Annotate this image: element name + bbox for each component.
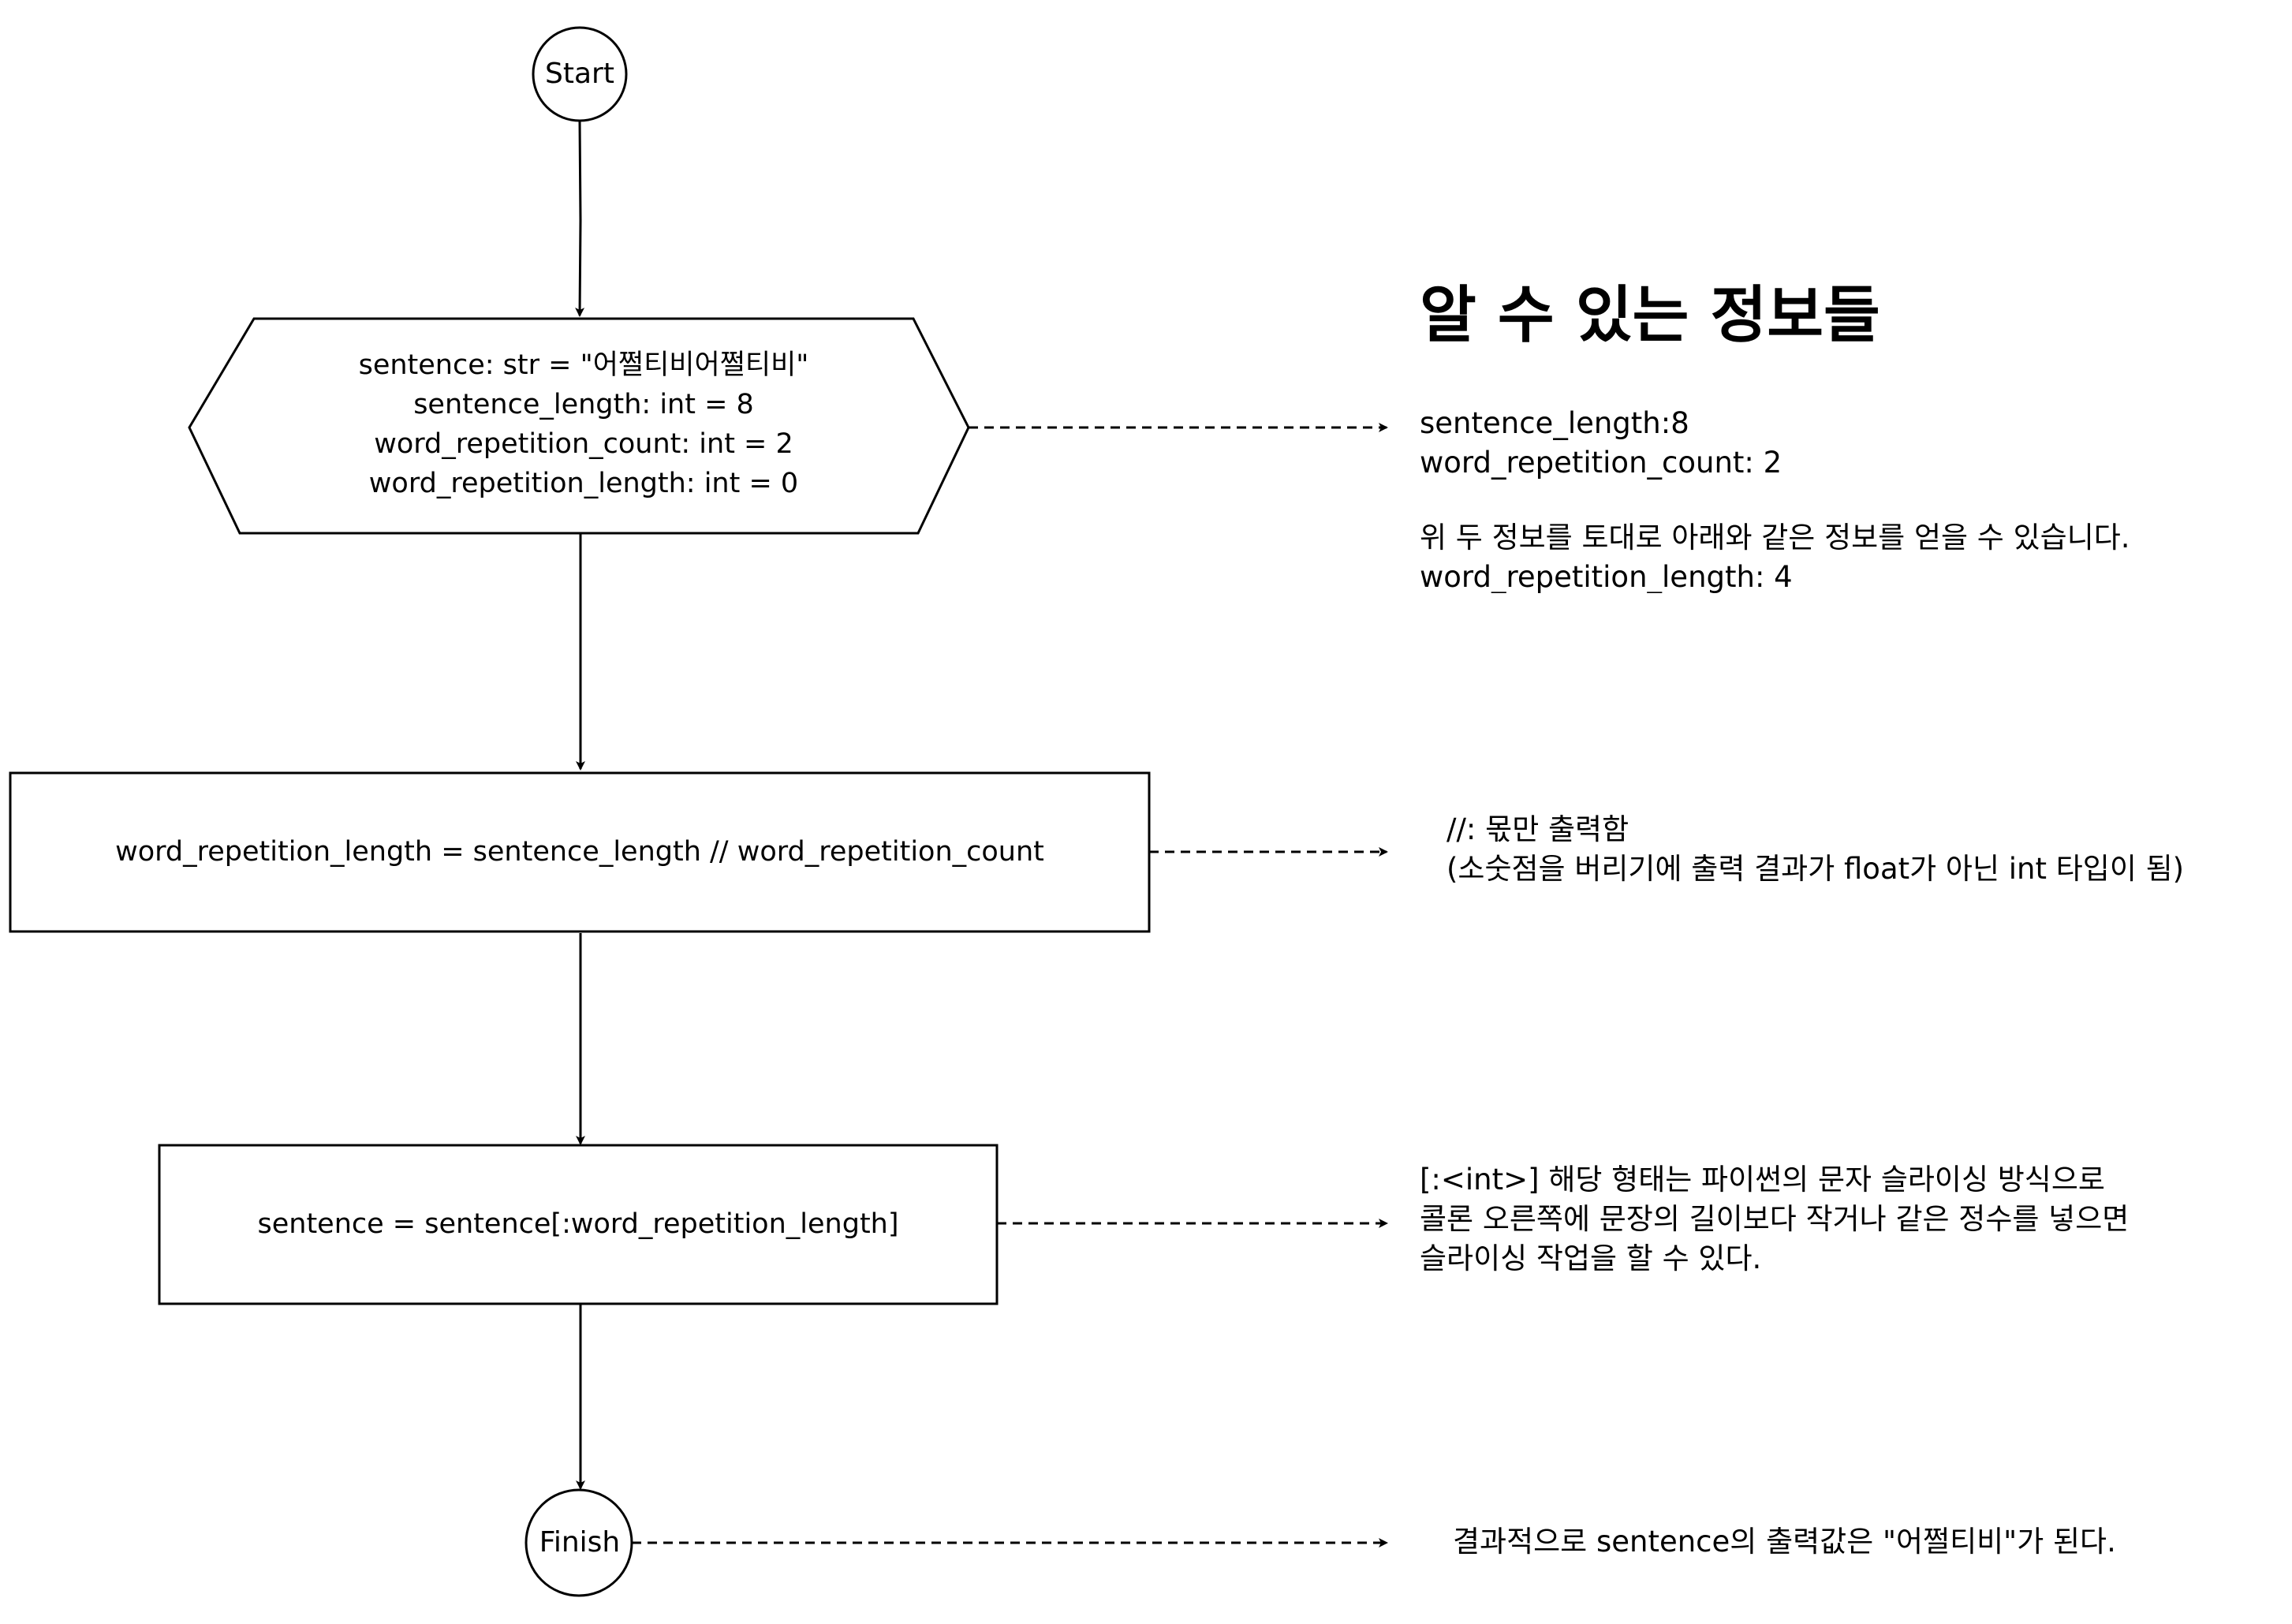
declaration-text: sentence: str = "어쩔티비어쩔티비" sentence_leng… <box>254 345 913 503</box>
info-line: 위 두 정보를 토대로 아래와 같은 정보를 얻을 수 있습니다. <box>1420 521 2130 554</box>
process-box-slicing[interactable] <box>158 1144 999 1305</box>
declaration-line: sentence: str = "어쩔티비어쩔티비" <box>358 349 809 381</box>
info-note: sentence_length:8 word_repetition_count:… <box>1420 404 2287 593</box>
division-line: //: 몫만 출력함 <box>1446 812 1629 846</box>
division-line: (소숫점을 버리기에 출력 결과가 float가 아닌 int 타입이 됨) <box>1446 852 2185 886</box>
declaration-line: word_repetition_count: int = 2 <box>374 428 793 460</box>
slicing-line: [:<int>] 해당 형태는 파이썬의 문자 슬라이싱 방식으로 <box>1420 1163 2105 1197</box>
process-slicing-label: sentence = sentence[:word_repetition_len… <box>257 1208 899 1240</box>
info-heading: 알 수 있는 정보들 <box>1420 280 1880 351</box>
info-line: word_repetition_count: 2 <box>1420 446 1782 480</box>
slicing-line: 콜론 오른쪽에 문장의 길이보다 작거나 같은 정수를 넣으면 <box>1420 1202 2130 1236</box>
finish-label: Finish <box>539 1526 621 1559</box>
start-label: Start <box>545 58 614 90</box>
declaration-line: sentence_length: int = 8 <box>413 389 754 420</box>
process-division-label: word_repetition_length = sentence_length… <box>115 836 1044 868</box>
declaration-line: word_repetition_length: int = 0 <box>368 468 799 499</box>
result-note: 결과적으로 sentence의 출력값은 "어쩔티비"가 된다. <box>1453 1525 2116 1559</box>
slicing-line: 슬라이싱 작업을 할 수 있다. <box>1420 1241 1762 1275</box>
info-line: sentence_length:8 <box>1420 406 1689 440</box>
info-line: word_repetition_length: 4 <box>1420 560 1793 593</box>
process-box-division[interactable] <box>9 771 1151 933</box>
